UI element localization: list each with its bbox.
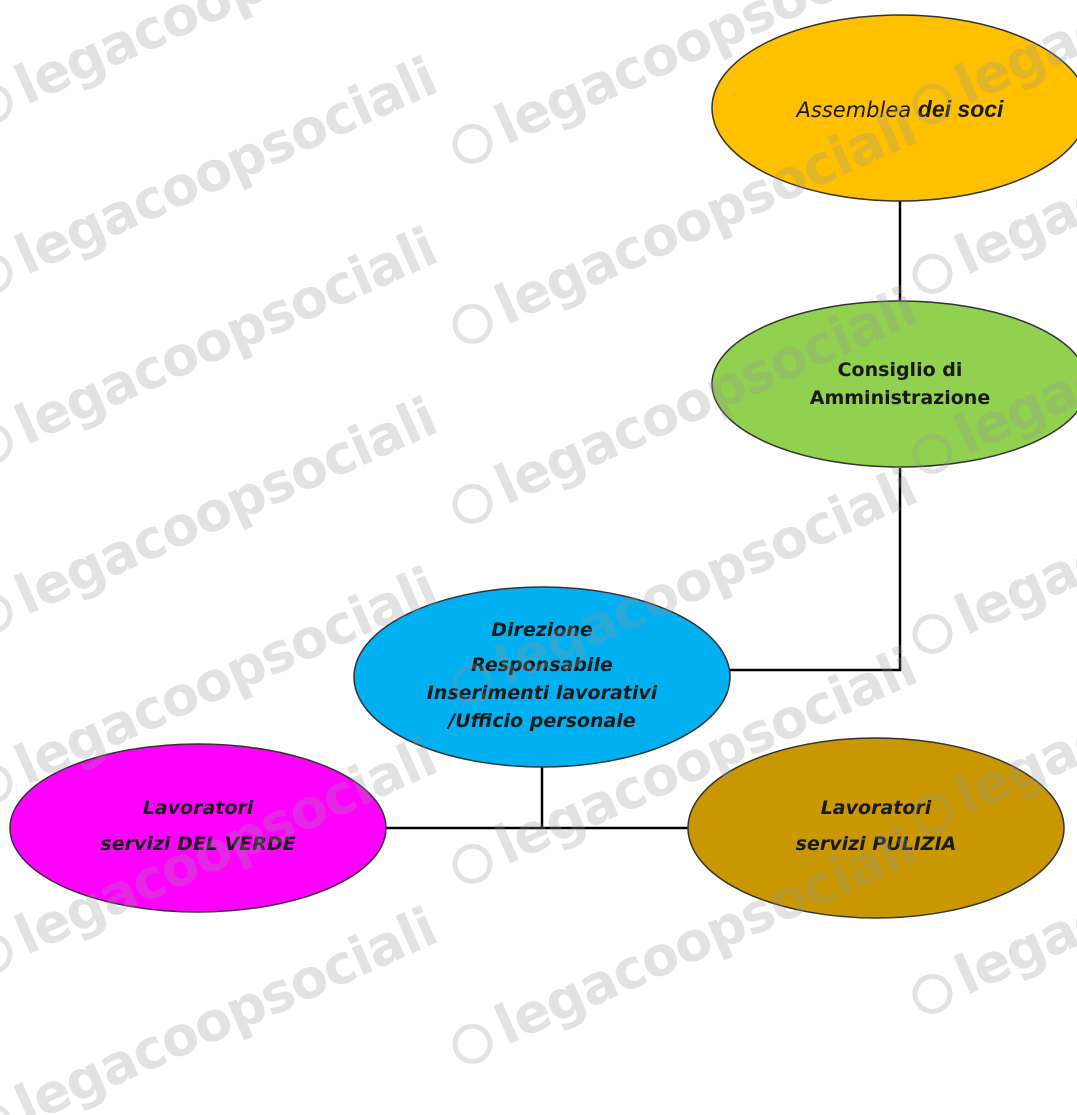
- direzione-label: Direzione Responsabile Inserimenti lavor…: [354, 596, 730, 756]
- pulizia-label: Lavoratori servizi PULIZIA: [688, 752, 1064, 902]
- node-pulizia: [687, 737, 1065, 919]
- assemblea-plain: Assemblea: [796, 98, 912, 123]
- node-direzione: [353, 586, 731, 768]
- consiglio-line1: Consiglio di: [837, 359, 963, 382]
- verde-line1: Lavoratori: [142, 797, 254, 820]
- node-verde: [9, 743, 387, 913]
- direzione-line3: Inserimenti lavorativi: [426, 682, 658, 704]
- direzione-line1: Direzione: [491, 618, 593, 641]
- pulizia-line1: Lavoratori: [820, 797, 932, 820]
- connector-consiglio-direzione: [728, 468, 902, 672]
- node-consiglio: [711, 300, 1077, 468]
- node-assemblea: [711, 14, 1077, 202]
- assemblea-bold: dei soci: [917, 96, 1004, 123]
- assemblea-label: Assemblea dei soci: [712, 30, 1077, 190]
- pulizia-line2: servizi PULIZIA: [795, 833, 957, 855]
- consiglio-line2: Amministrazione: [809, 387, 991, 409]
- direzione-line2: Responsabile: [471, 654, 613, 677]
- direzione-line4: /Ufficio personale: [448, 709, 636, 732]
- verde-line2: servizi DEL VERDE: [100, 833, 296, 855]
- consiglio-label: Consiglio di Amministrazione: [712, 310, 1077, 460]
- verde-label: Lavoratori servizi DEL VERDE: [10, 752, 386, 902]
